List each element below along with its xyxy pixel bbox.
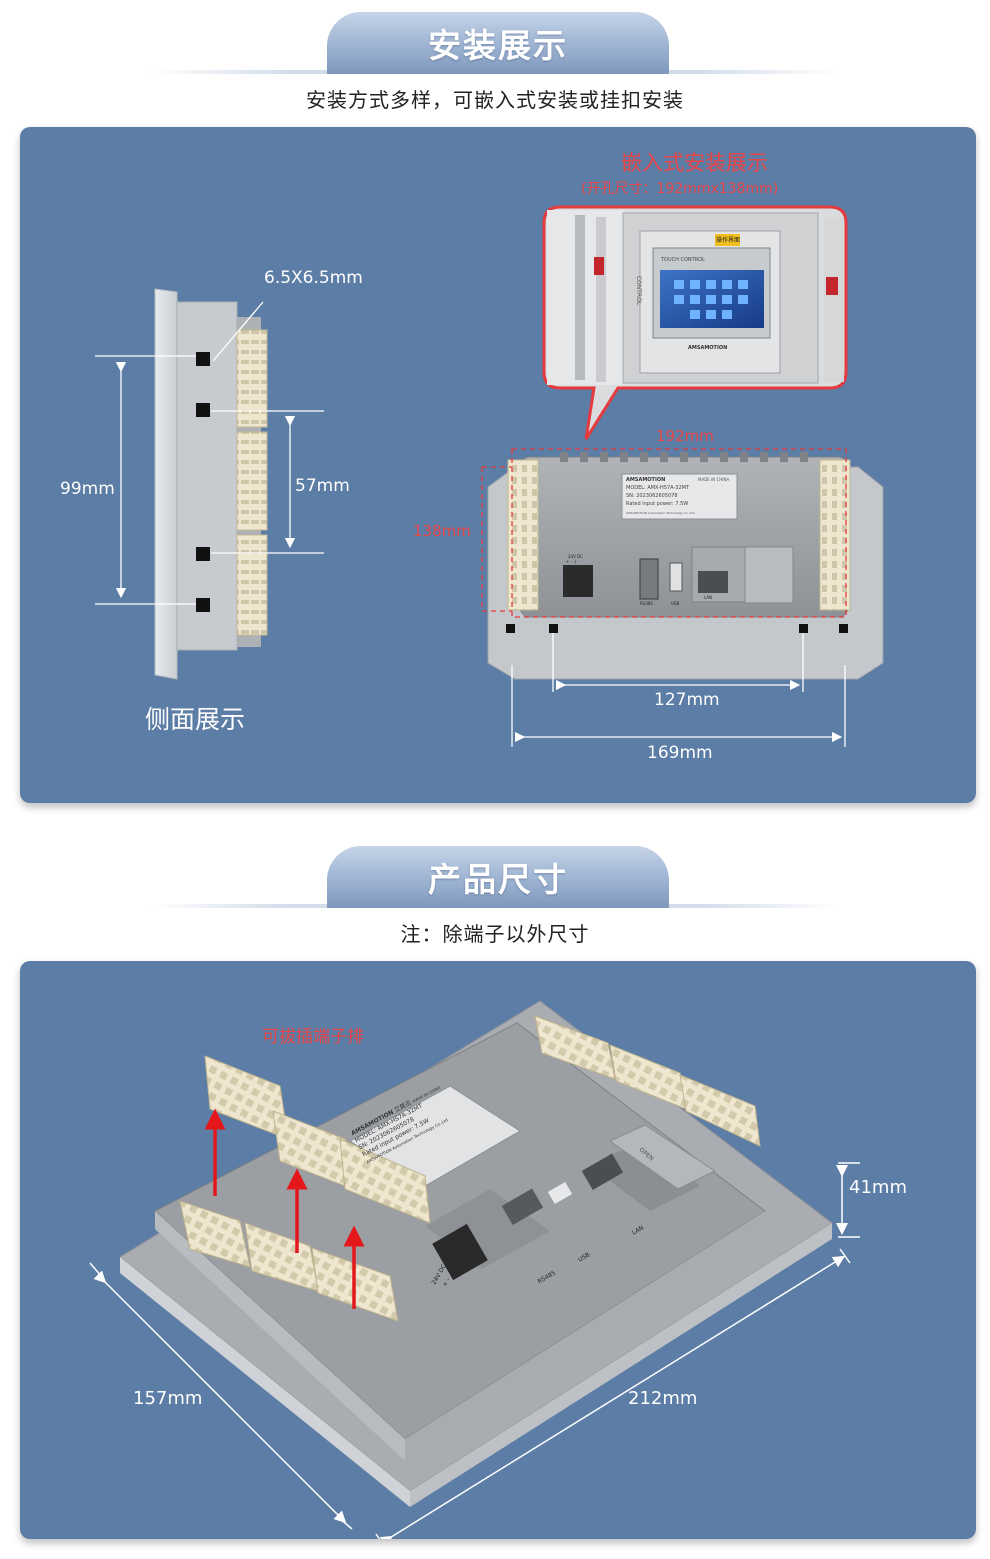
hole-size-label: 6.5X6.5mm [264,268,363,288]
back-power-text: Rated input power: 7.5W [626,501,689,507]
side-view-device [154,288,268,680]
embed-title: 嵌入式安装展示 [621,151,768,175]
dim-212-label: 212mm [628,1388,698,1409]
lift-arrows [204,1108,365,1309]
warning-sticker-text: 操作界面 [716,237,741,244]
dim-157-label: 157mm [133,1388,203,1409]
panel-vertical-text: CONTROL [635,275,643,306]
section-size-header: 产品尺寸 注：除端子以外尺寸 [0,834,990,954]
size-dimensions [89,1162,860,1539]
dim-99-label: 99mm [60,479,115,499]
power-label: 24V DC [568,554,583,559]
section-title-tab: 安装展示 [327,12,669,74]
screen-touch-text: TOUCH CONTROL [661,257,705,263]
side-view-caption: 侧面展示 [145,705,246,734]
section-subtitle: 安装方式多样，可嵌入式安装或挂扣安装 [306,88,684,112]
dim-41-label: 41mm [849,1177,907,1198]
back-dimensions [481,448,847,747]
product-size-panel: 可拔插端子排 41mm 157mm 212mm AMSAMOTION 艾莫迅 M… [20,961,976,1539]
dim-127-label: 127mm [654,690,720,710]
port-rs485-label: RS485 [640,601,653,606]
side-dimensions [95,301,324,605]
install-illustration [95,205,884,747]
section-title: 产品尺寸 [428,860,568,899]
lifted-terminals [204,1055,431,1224]
dim-169-label: 169mm [647,743,713,763]
back-sn-text: SN: 2023062605078 [626,493,678,499]
dim-138-label: 138mm [413,522,471,540]
dim-57-label: 57mm [295,476,350,496]
back-brand-text: AMSAMOTION [626,477,666,483]
section-title-tab: 产品尺寸 [327,846,669,908]
back-company-text: AMSAMOTION Automation Technology Co.,Ltd [626,511,695,515]
dim-192-label: 192mm [656,427,714,445]
size-illustration [89,1000,860,1539]
power-pins: + - ⏚ [566,559,578,564]
port-lan-label: LAN [704,595,713,600]
back-model-text: MODEL: AMX-HS7A-32MT [626,485,689,491]
embed-subtitle: (开孔尺寸：192mmx138mm) [581,181,779,197]
terminal-label: 可拔插端子排 [262,1027,364,1047]
embedded-install-photo [542,205,848,440]
section-install-header: 安装展示 安装方式多样，可嵌入式安装或挂扣安装 [0,0,990,120]
back-view-device [487,452,884,680]
install-display-panel: 6.5X6.5mm 99mm 57mm 侧面展示 嵌入式安装展示 (开孔尺寸：1… [20,127,976,803]
installed-terminals [179,1015,761,1322]
back-made-text: MADE IN CHINA [698,477,730,482]
section-title: 安装展示 [428,26,568,65]
screen-brand-text: AMSAMOTION [688,345,728,351]
port-usb-label: USB [671,601,680,606]
section-subtitle: 注：除端子以外尺寸 [400,922,590,946]
